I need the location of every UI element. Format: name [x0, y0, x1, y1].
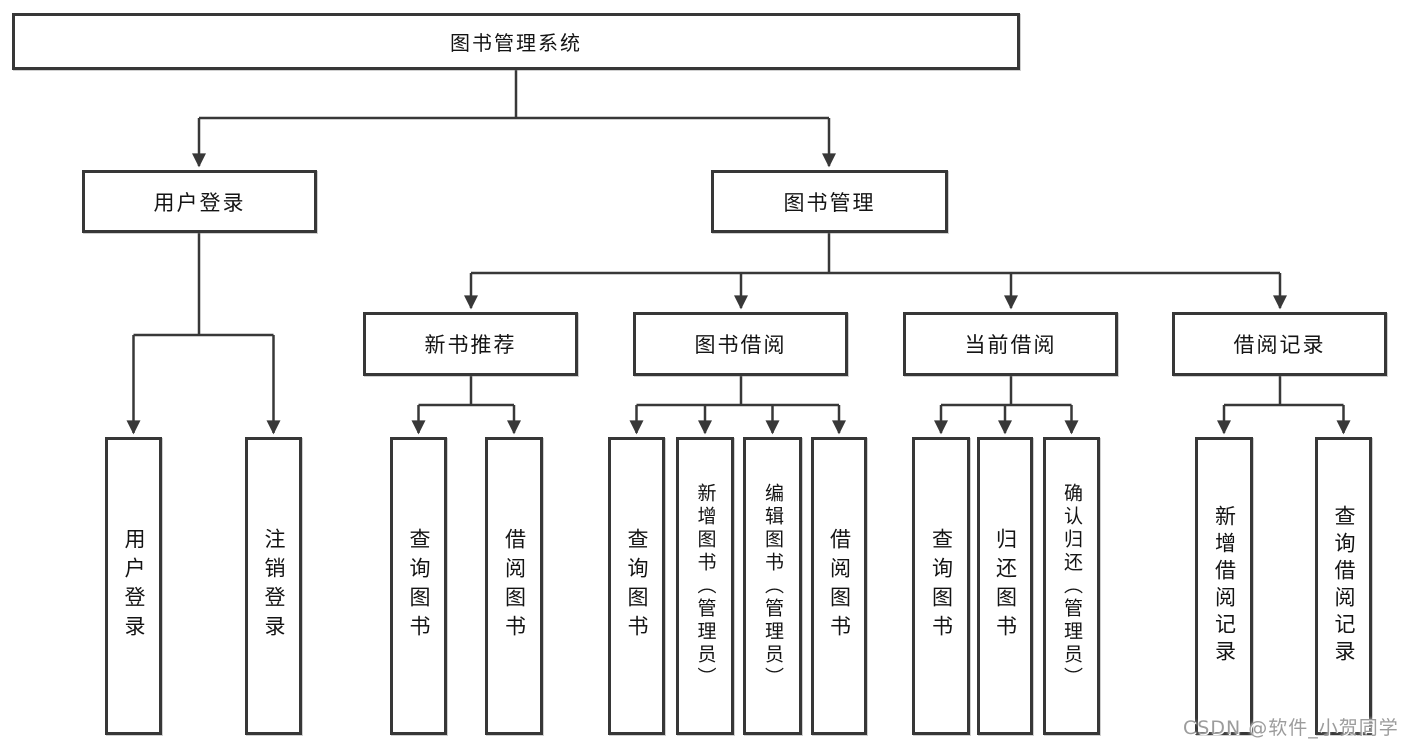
- node-borrow-records: 借阅记录: [1172, 312, 1387, 376]
- node-label: 查询图书: [625, 528, 649, 644]
- node-book-management: 图书管理: [711, 170, 948, 233]
- node-label: 查询图书: [407, 528, 431, 644]
- leaf-query-borrow-record: 查询借阅记录: [1315, 437, 1372, 735]
- leaf-edit-books-admin: 编辑图书（管理员）: [743, 437, 802, 735]
- leaf-logout: 注销登录: [245, 437, 302, 735]
- node-label: 编辑图书（管理员）: [762, 482, 784, 690]
- leaf-return-books: 归还图书: [977, 437, 1033, 735]
- csdn-watermark: CSDN @软件_小贺同学: [1183, 717, 1399, 739]
- node-label: 借阅图书: [502, 528, 527, 644]
- leaf-query-books-borrowing: 查询图书: [608, 437, 665, 735]
- leaf-user-login: 用户登录: [105, 437, 162, 735]
- node-label: 新增图书（管理员）: [694, 482, 717, 690]
- node-label: 图书管理: [783, 190, 876, 215]
- node-label: 用户登录: [122, 528, 146, 644]
- node-new-book-recommend: 新书推荐: [363, 312, 578, 376]
- node-label: 新书推荐: [424, 333, 517, 357]
- node-label: 注销登录: [262, 528, 286, 644]
- leaf-borrow-books-recommend: 借阅图书: [485, 437, 543, 735]
- node-label: 借阅图书: [827, 528, 852, 644]
- node-label: 查询图书: [929, 528, 954, 644]
- node-label: 图书借阅: [694, 333, 787, 357]
- leaf-add-borrow-record: 新增借阅记录: [1195, 437, 1253, 735]
- node-book-borrowing: 图书借阅: [633, 312, 848, 376]
- node-label: 确认归还（管理员）: [1061, 482, 1083, 690]
- leaf-confirm-return-admin: 确认归还（管理员）: [1043, 437, 1100, 735]
- node-label: 当前借阅: [964, 333, 1057, 357]
- node-label: 借阅记录: [1233, 333, 1326, 357]
- leaf-add-books-admin: 新增图书（管理员）: [676, 437, 734, 735]
- node-label: 新增借阅记录: [1212, 505, 1237, 667]
- node-current-borrowing: 当前借阅: [903, 312, 1118, 376]
- leaf-query-books-recommend: 查询图书: [390, 437, 447, 735]
- node-label: 查询借阅记录: [1332, 505, 1356, 667]
- leaf-borrow-books: 借阅图书: [811, 437, 867, 735]
- node-label: 归还图书: [993, 528, 1018, 644]
- node-label: 图书管理系统: [450, 31, 582, 55]
- node-label: 用户登录: [153, 190, 246, 215]
- node-library-system: 图书管理系统: [12, 13, 1020, 70]
- leaf-query-books-current: 查询图书: [912, 437, 970, 735]
- node-user-login: 用户登录: [82, 170, 317, 233]
